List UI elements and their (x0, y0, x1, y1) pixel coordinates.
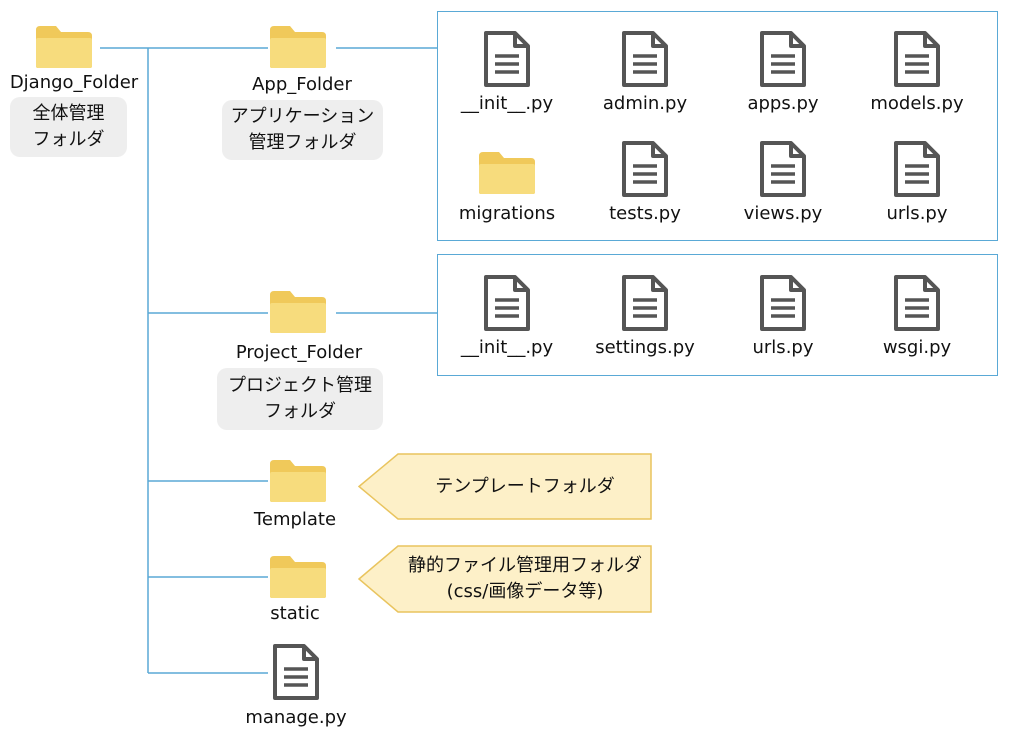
file-label: migrations (458, 203, 556, 224)
folder-icon (270, 460, 326, 502)
file-icon (622, 31, 668, 87)
project-note-line2: フォルダ (264, 401, 336, 422)
file-label: settings.py (595, 337, 695, 358)
file-label: models.py (870, 93, 964, 114)
template-callout-text: テンプレートフォルダ (435, 475, 615, 497)
file-label: admin.py (602, 93, 688, 114)
project-folder-label: Project_Folder (235, 342, 363, 363)
file-icon (622, 141, 668, 197)
file-icon (484, 275, 530, 331)
folder-icon (270, 26, 326, 68)
app-folder-note: アプリケーション 管理フォルダ (222, 100, 383, 160)
root-note-line1: 全体管理 (32, 103, 105, 124)
folder-icon (270, 556, 326, 598)
project-note-line1: プロジェクト管理 (228, 375, 372, 396)
template-callout: テンプレートフォルダ (398, 453, 652, 520)
static-callout-shape (358, 545, 652, 613)
file-label: urls.py (886, 203, 948, 224)
file-icon (760, 275, 806, 331)
folder-icon (479, 152, 535, 194)
static-callout-line2: (css/画像データ等) (446, 581, 604, 602)
app-folder-label: App_Folder (252, 74, 352, 95)
app-note-line2: 管理フォルダ (248, 132, 357, 153)
static-callout-line1: 静的ファイル管理用フォルダ (408, 555, 642, 576)
file-label: wsgi.py (882, 337, 952, 358)
folder-icon (36, 26, 92, 68)
template-folder-label: Template (253, 509, 337, 530)
project-folder-note: プロジェクト管理 フォルダ (217, 368, 383, 430)
file-icon (760, 31, 806, 87)
file-icon (484, 31, 530, 87)
file-icon (894, 31, 940, 87)
root-folder-label: Django_Folder (9, 72, 139, 93)
file-icon (894, 275, 940, 331)
file-icon (894, 141, 940, 197)
static-folder-label: static (270, 603, 320, 624)
root-folder-note: 全体管理 フォルダ (10, 97, 127, 157)
file-icon (760, 141, 806, 197)
file-label: apps.py (747, 93, 819, 114)
file-label: __init__.py (460, 93, 554, 114)
root-note-line2: フォルダ (32, 129, 105, 150)
app-note-line1: アプリケーション (230, 106, 375, 127)
file-label: __init__.py (460, 337, 554, 358)
static-callout: 静的ファイル管理用フォルダ (css/画像データ等) (398, 545, 652, 613)
folder-icon (270, 291, 326, 333)
file-label: urls.py (752, 337, 814, 358)
file-icon (622, 275, 668, 331)
file-icon (273, 644, 319, 700)
file-label: views.py (743, 203, 823, 224)
file-label: tests.py (609, 203, 681, 224)
manage-file-label: manage.py (245, 707, 347, 728)
template-callout-shape (358, 453, 652, 520)
